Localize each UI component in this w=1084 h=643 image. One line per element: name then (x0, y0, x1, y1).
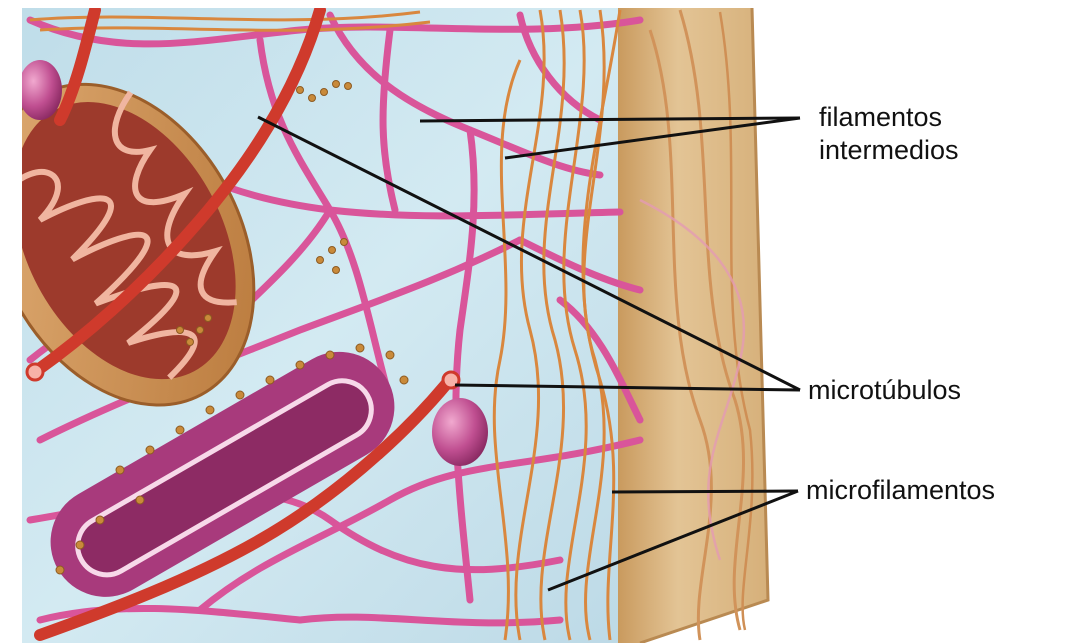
leader-line-microfilamentos-1 (612, 491, 798, 492)
label-microtubulos: microtúbulos (808, 374, 961, 407)
label-filamentos-line2: intermedios (819, 134, 959, 167)
vesicle-small (18, 60, 62, 120)
label-filamentos-intermedios: filamentos intermedios (819, 101, 959, 167)
vesicle (432, 398, 488, 466)
plasma-membrane (618, 8, 768, 643)
label-microfilamentos: microfilamentos (806, 474, 995, 507)
microtubule-end (27, 364, 43, 380)
label-filamentos-line1: filamentos (819, 101, 959, 134)
